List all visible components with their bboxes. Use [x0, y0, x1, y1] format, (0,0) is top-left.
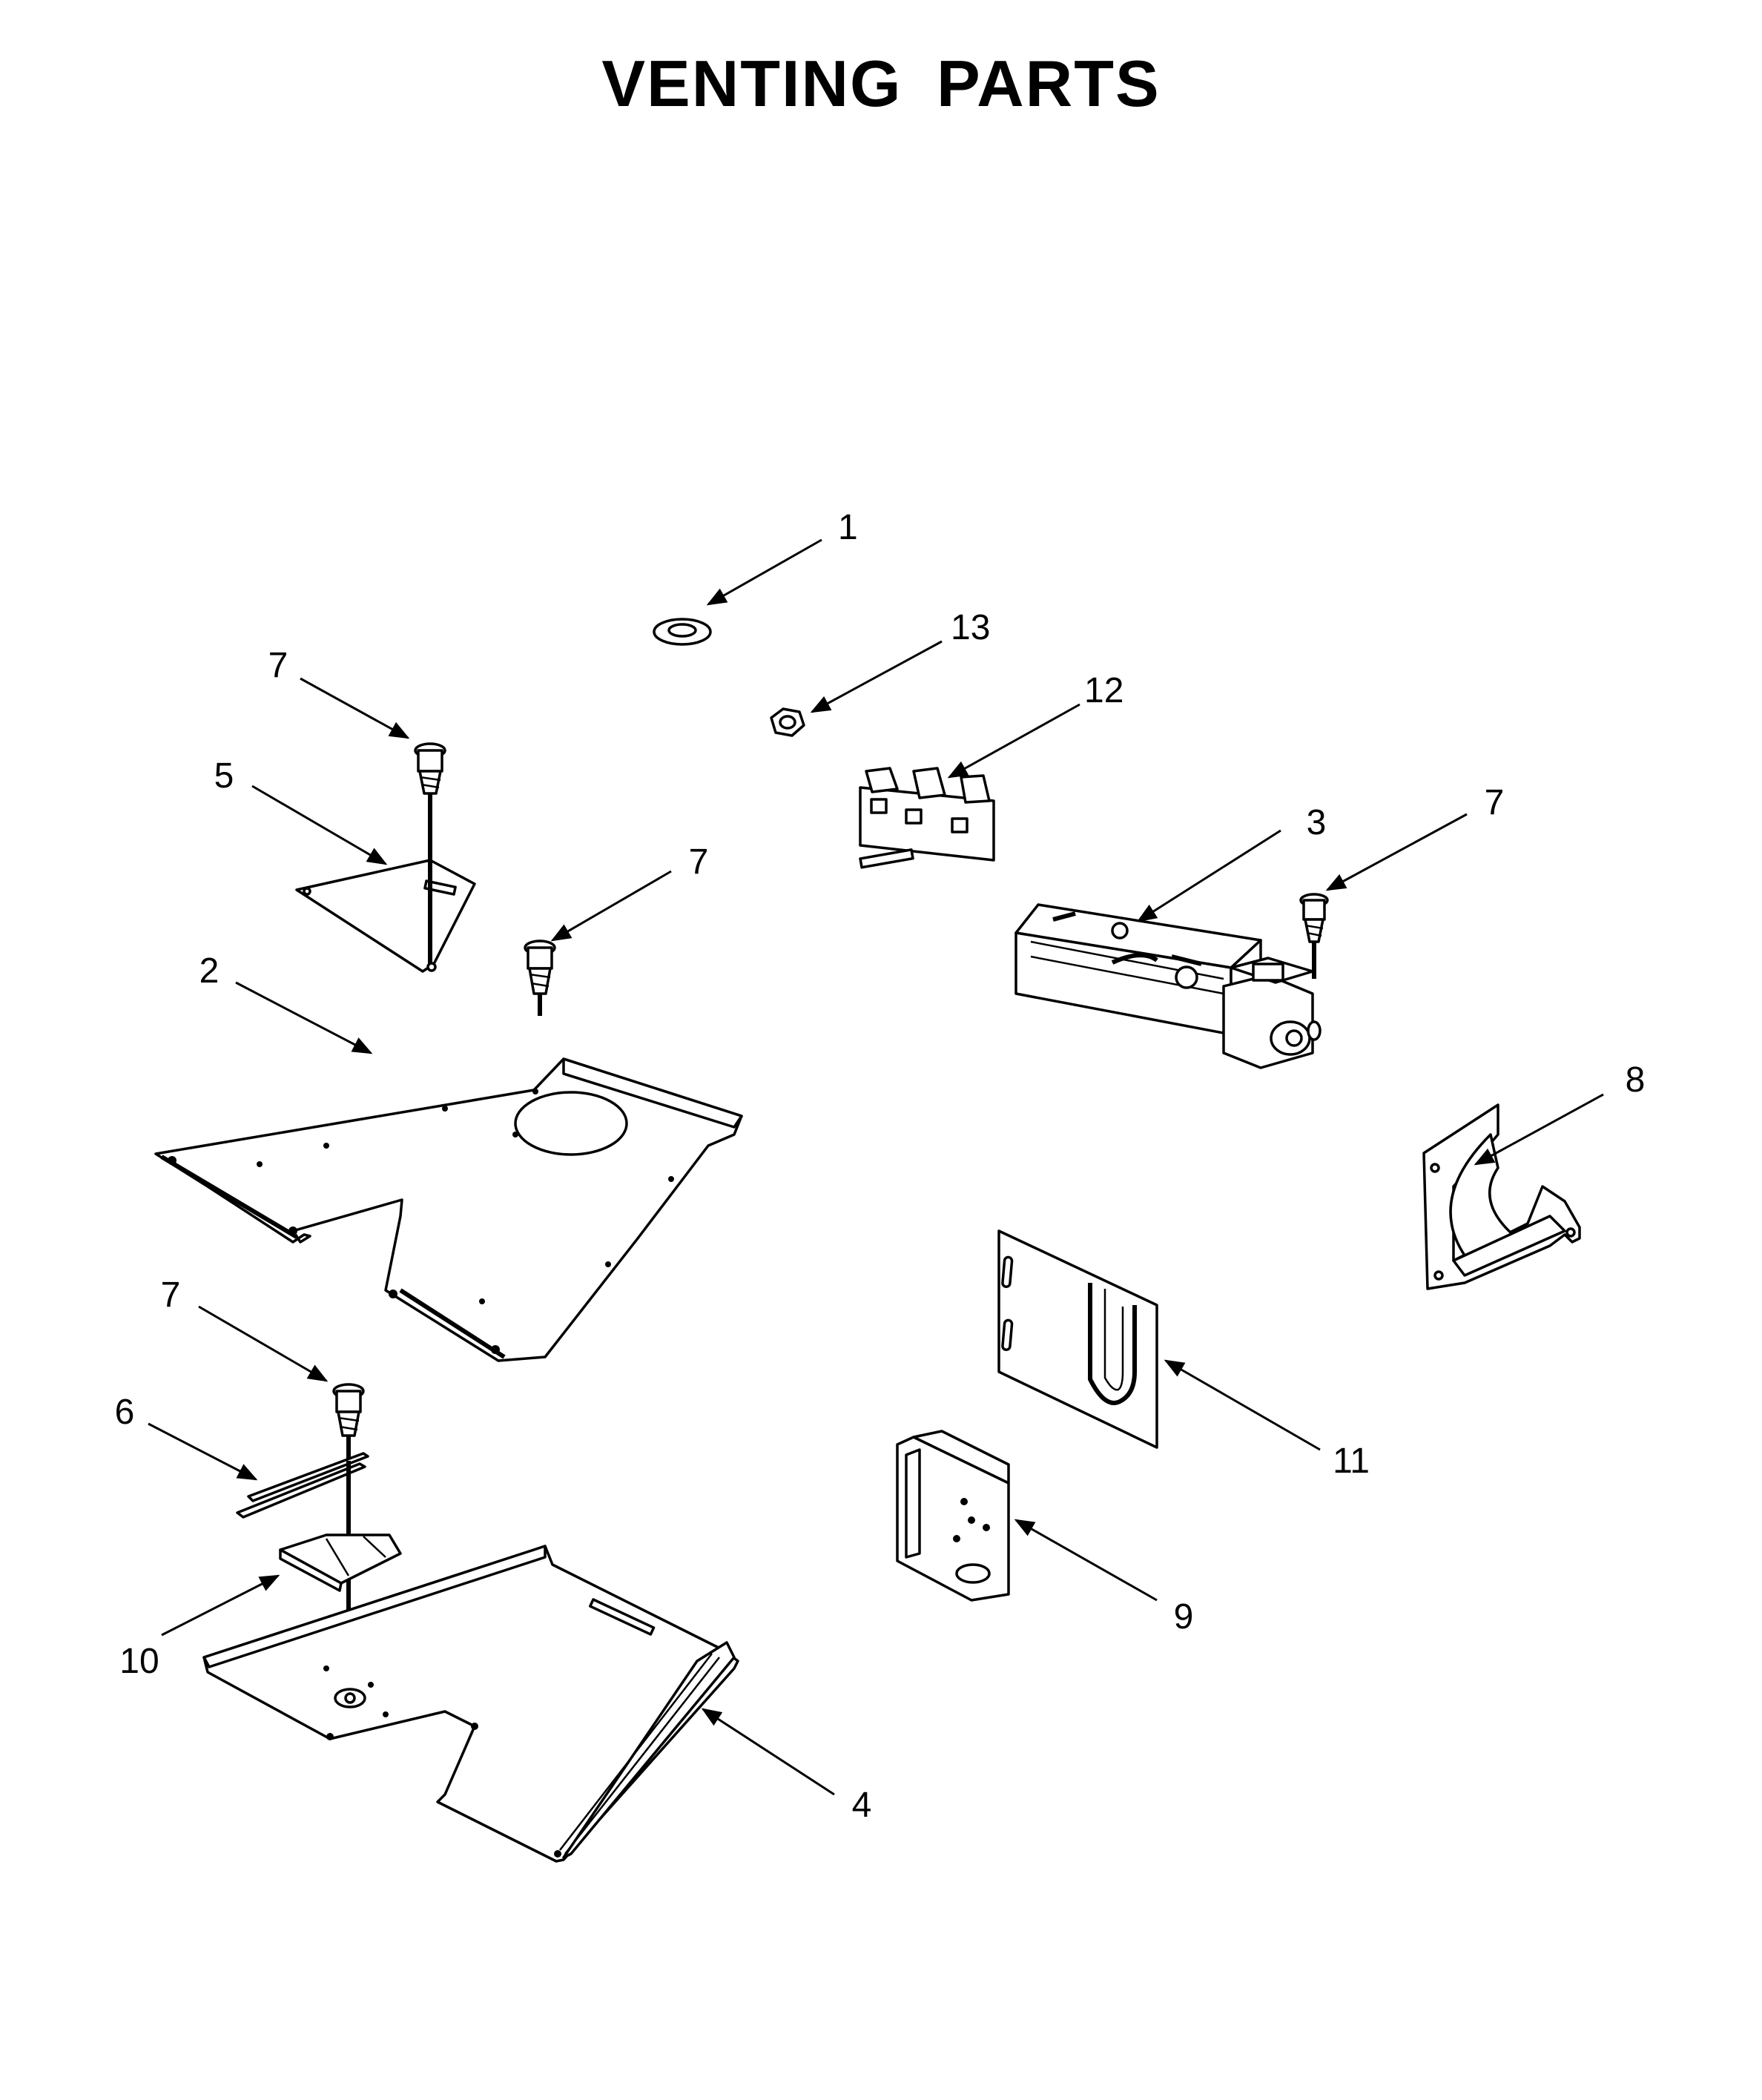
page-title: VENTING PARTS [601, 47, 1161, 120]
callout-1: 1 [838, 508, 858, 547]
callout-9: 9 [1174, 1597, 1194, 1637]
callout-labels: 1 13 12 7 5 7 3 7 2 8 7 6 11 9 10 4 [115, 508, 1646, 1825]
part-11-gasket [997, 1229, 1158, 1449]
callout-2: 2 [199, 951, 220, 991]
callout-10: 10 [119, 1642, 159, 1681]
callout-leaders [148, 538, 1604, 1796]
part-1-washer [653, 618, 712, 646]
part-13-hex-nut [770, 707, 805, 737]
callout-4: 4 [852, 1786, 872, 1825]
part-7-screw-b [524, 940, 556, 1016]
part-8-bracket [1422, 1103, 1581, 1290]
callout-5: 5 [214, 756, 234, 796]
part-6-strip [236, 1452, 369, 1542]
callout-3: 3 [1307, 803, 1327, 842]
callout-12: 12 [1084, 671, 1123, 710]
callout-8: 8 [1626, 1060, 1646, 1100]
part-12-terminal-block [859, 767, 995, 869]
part-7-screw-c [1299, 893, 1329, 979]
callout-7b: 7 [689, 842, 709, 882]
callout-7a: 7 [268, 646, 288, 685]
part-2-vent-panel [154, 1057, 743, 1362]
callout-11: 11 [1333, 1442, 1370, 1481]
part-4-bottom-panel [202, 1545, 739, 1863]
callout-13: 13 [951, 608, 990, 647]
part-7-screw-a [414, 742, 446, 795]
part-5-vent-plate [295, 793, 476, 973]
callout-6: 6 [115, 1393, 135, 1432]
callout-7d: 7 [161, 1275, 181, 1315]
callout-7c: 7 [1485, 783, 1505, 822]
part-7-screw-d [332, 1383, 365, 1461]
part-3-vent-motor-assembly [1014, 903, 1322, 1069]
part-9-box-bracket [896, 1430, 1010, 1602]
